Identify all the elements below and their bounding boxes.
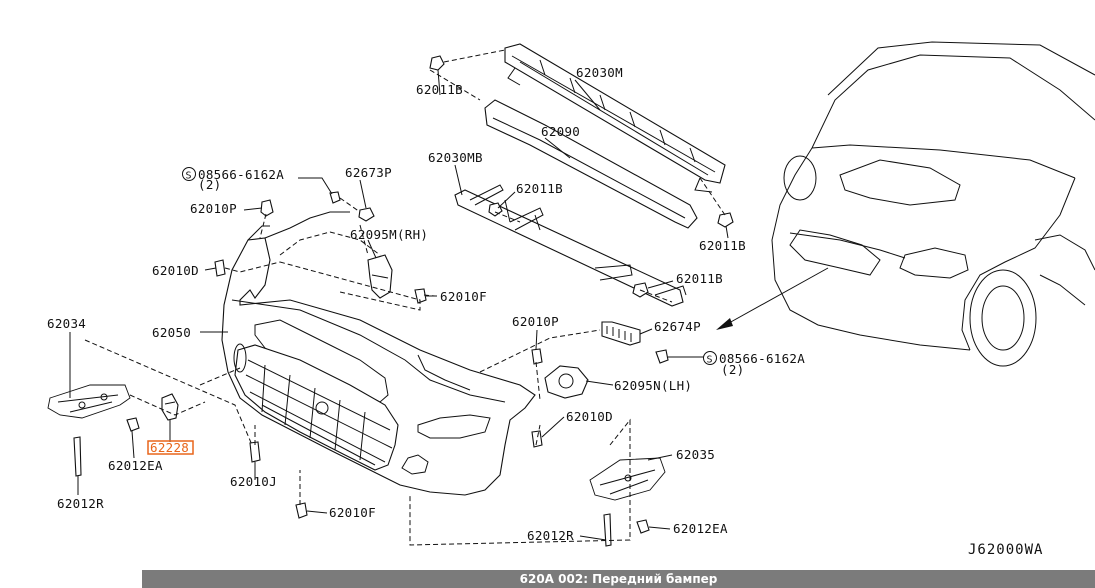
energy-absorber-62090 (484, 99, 698, 229)
label-62012EA-left[interactable]: 62012EA (108, 458, 163, 473)
label-62012R-right[interactable]: 62012R (527, 528, 574, 543)
label-62010P-mid[interactable]: 62010P (512, 314, 559, 329)
location-arrow (716, 267, 829, 330)
label-62012EA-right[interactable]: 62012EA (673, 521, 728, 536)
label-62034[interactable]: 62034 (47, 316, 86, 331)
diagram-title-bar: 620A 002: Передний бампер (142, 570, 1095, 588)
label-62010F-low[interactable]: 62010F (329, 505, 376, 520)
label-62011B-top[interactable]: 62011B (416, 82, 463, 97)
grille (233, 343, 399, 471)
label-62090[interactable]: 62090 (541, 124, 580, 139)
fasteners (73, 55, 734, 547)
undercover-62034 (47, 384, 131, 419)
screw-symbol-icon: S S (182, 167, 717, 366)
reinforcement-62030M (504, 43, 726, 193)
leader-lines (69, 69, 729, 541)
label-62010J[interactable]: 62010J (230, 474, 277, 489)
part-labels: 62030M 62011B 62090 62030MB 62011B 62011… (47, 65, 805, 543)
label-08566-right[interactable]: 08566-6162A (719, 351, 805, 366)
label-62050[interactable]: 62050 (152, 325, 191, 340)
clip-62228 (161, 393, 179, 421)
label-62035[interactable]: 62035 (676, 447, 715, 462)
label-62030M[interactable]: 62030M (576, 65, 623, 80)
diagram-title: 620A 002: Передний бампер (519, 572, 718, 586)
label-62010F-mid[interactable]: 62010F (440, 289, 487, 304)
vehicle-silhouette (771, 41, 1095, 367)
label-62228[interactable]: 62228 (150, 440, 189, 455)
svg-text:S: S (186, 171, 192, 182)
label-62012R-left[interactable]: 62012R (57, 496, 104, 511)
svg-text:S: S (707, 355, 713, 366)
label-62011B-right[interactable]: 62011B (699, 238, 746, 253)
label-qty-top: (2) (198, 177, 221, 192)
label-62095N[interactable]: 62095N(LH) (614, 378, 692, 393)
label-08566-top[interactable]: 08566-6162A (198, 167, 284, 182)
bracket-62095N-lh (544, 365, 589, 399)
label-62674P[interactable]: 62674P (654, 319, 701, 334)
label-qty-right: (2) (721, 362, 744, 377)
highlight-box (147, 440, 194, 455)
label-62010P-top[interactable]: 62010P (190, 201, 237, 216)
label-62010D-left[interactable]: 62010D (152, 263, 199, 278)
label-62011B-low[interactable]: 62011B (676, 271, 723, 286)
label-62010D-mid[interactable]: 62010D (566, 409, 613, 424)
label-62011B-mid[interactable]: 62011B (516, 181, 563, 196)
label-62095M[interactable]: 62095M(RH) (350, 227, 428, 242)
label-62673P[interactable]: 62673P (345, 165, 392, 180)
cover-62674P (601, 321, 641, 346)
undercover-62035 (589, 457, 666, 501)
diagram-reference-code: J62000WA (968, 542, 1043, 558)
label-62030MB[interactable]: 62030MB (428, 150, 483, 165)
